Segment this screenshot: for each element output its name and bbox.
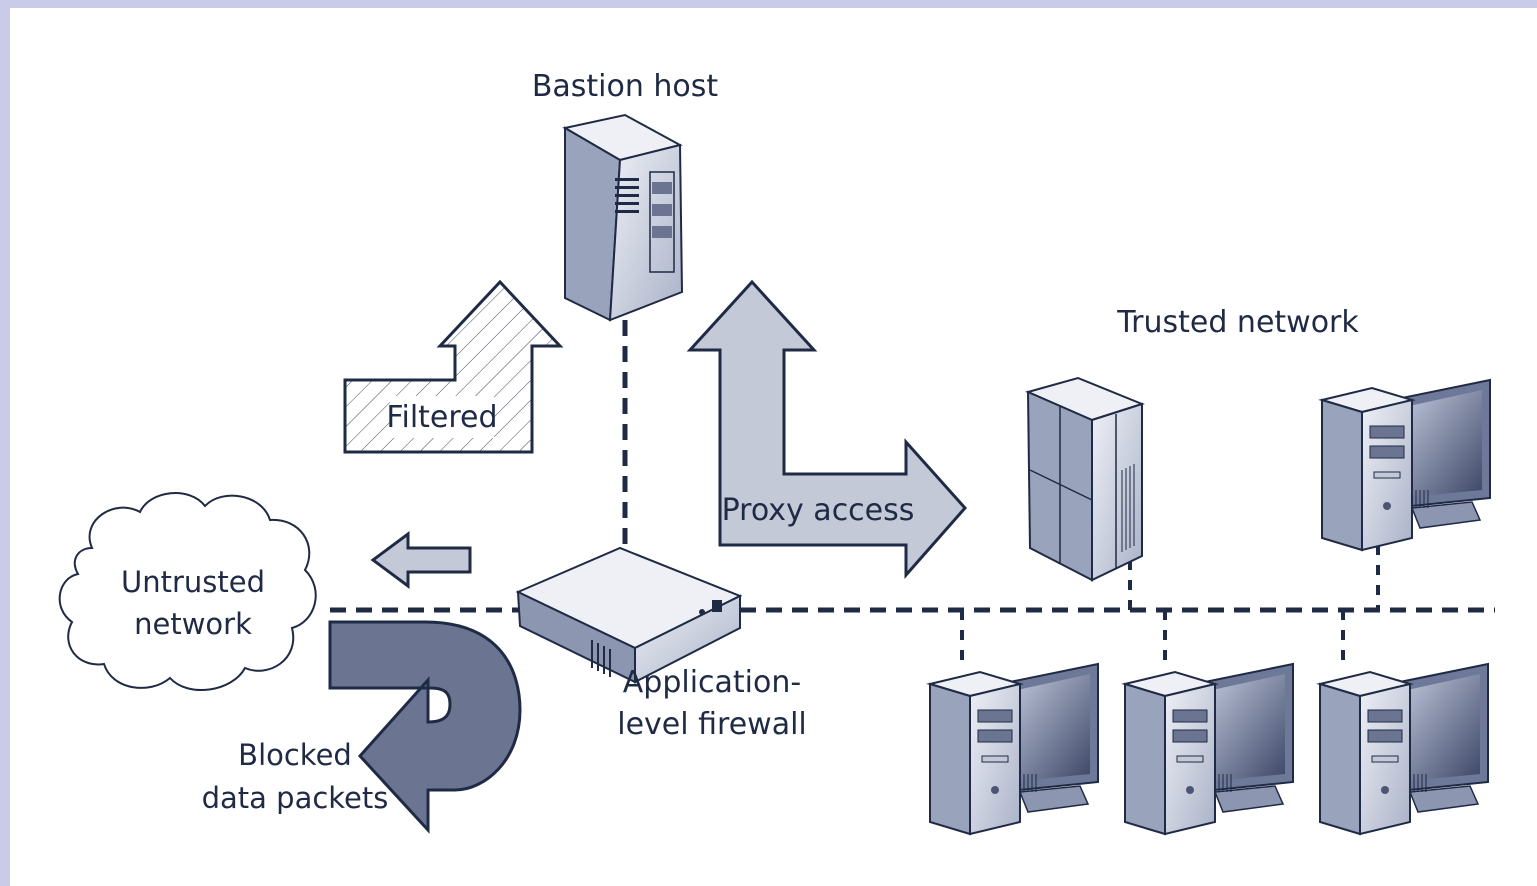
network-lines	[330, 320, 1495, 613]
trusted-pc-icon-3	[1319, 663, 1489, 835]
trusted-pc-icon-top	[1321, 379, 1491, 551]
filtered-arrow	[343, 279, 564, 454]
drop-lines	[960, 545, 1380, 665]
blocked-packets-arrow	[328, 620, 522, 834]
firewall-appliance-icon	[515, 546, 743, 684]
bastion-host-server-icon	[562, 113, 684, 322]
bastion-host-label: Bastion host	[532, 69, 719, 104]
trusted-pc-icon-1	[929, 663, 1099, 835]
untrusted-label-line1: Untrusted	[121, 565, 265, 599]
outbound-arrow	[370, 531, 472, 589]
untrusted-network-cloud-icon	[58, 492, 317, 692]
filtered-label: Filtered	[386, 400, 497, 435]
blocked-label-line2: data packets	[202, 781, 389, 815]
proxy-access-arrow	[686, 279, 968, 579]
blocked-label-line1: Blocked	[238, 738, 352, 772]
left-frame-bar	[0, 0, 10, 886]
proxy-access-label: Proxy access	[722, 493, 915, 528]
firewall-label-line1: Application-	[623, 665, 801, 700]
firewall-label-line2: level firewall	[617, 707, 807, 742]
untrusted-label-line2: network	[134, 607, 252, 641]
trusted-network-label: Trusted network	[1116, 305, 1359, 340]
top-frame-bar	[0, 0, 1537, 8]
trusted-server-icon	[1025, 376, 1145, 582]
trusted-pc-icon-2	[1124, 663, 1294, 835]
